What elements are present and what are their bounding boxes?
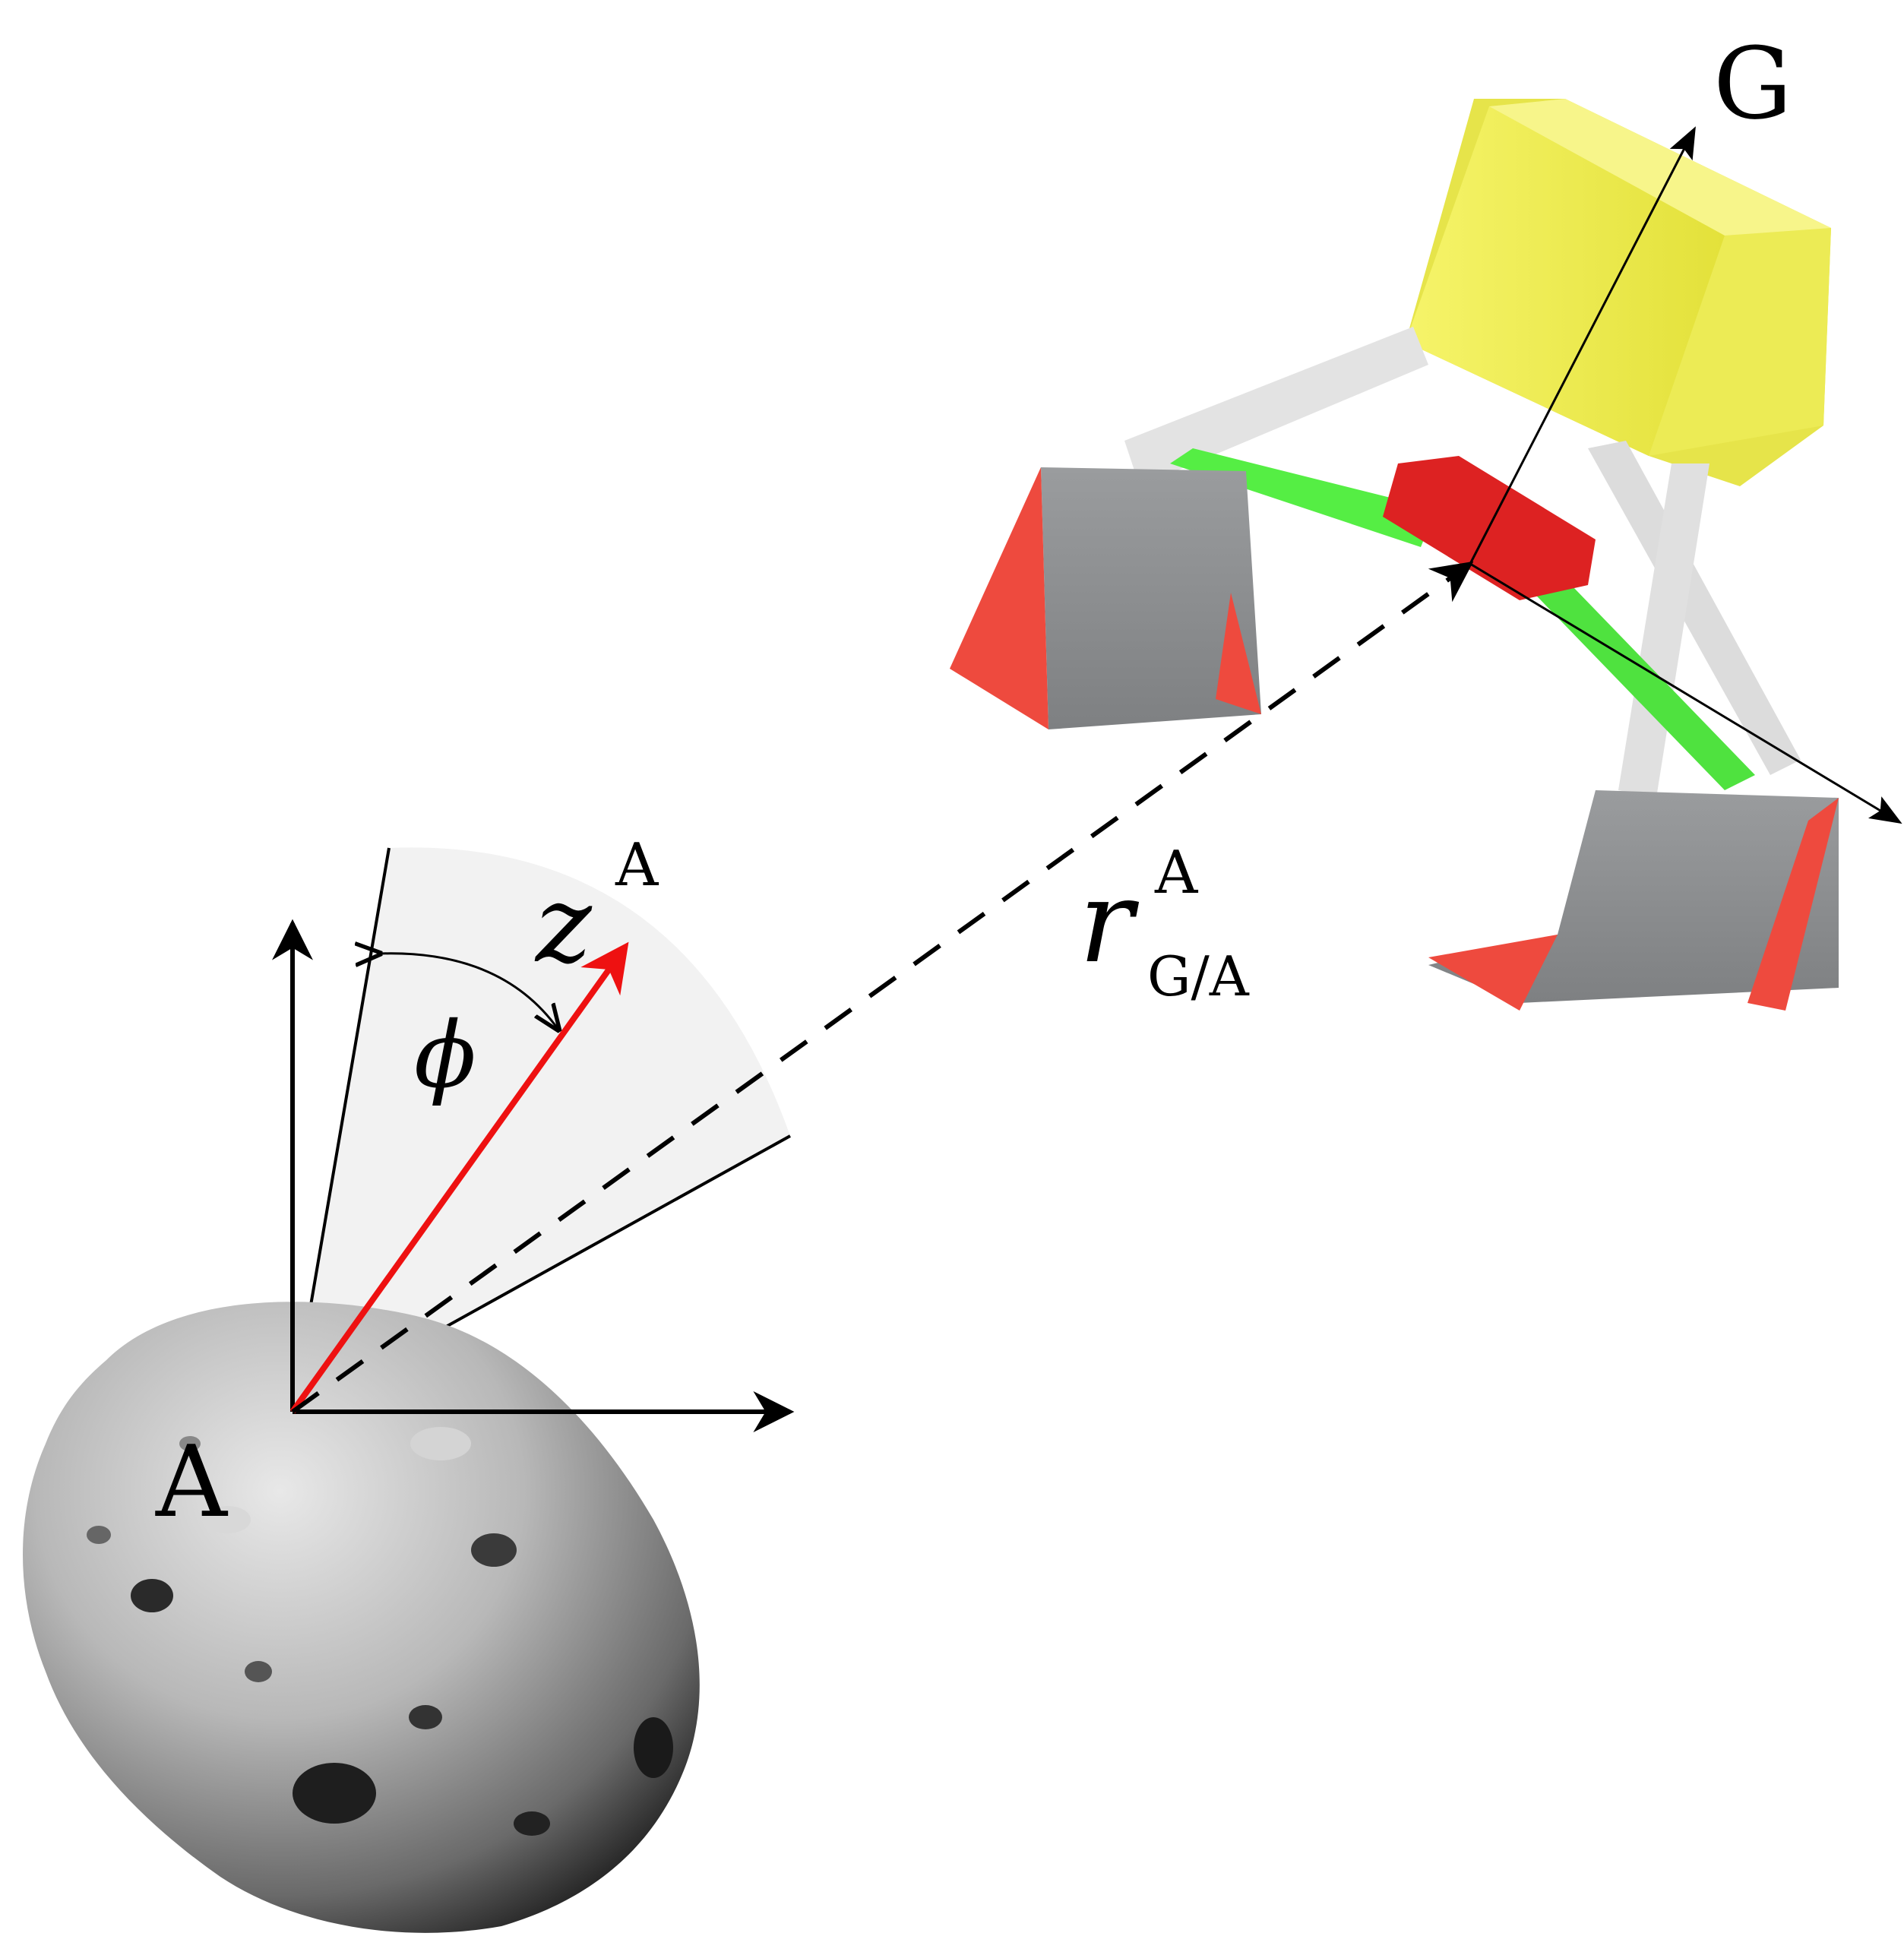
angle-arc bbox=[380, 954, 558, 1030]
label-z-superscript: A bbox=[615, 831, 659, 900]
asteroid-icon bbox=[23, 1302, 700, 1933]
label-r-subscript: G/A bbox=[1147, 944, 1250, 1008]
label-z: z bbox=[534, 863, 593, 987]
label-G: G bbox=[1713, 26, 1792, 141]
label-r: r bbox=[1079, 856, 1140, 989]
label-phi: ϕ bbox=[414, 1003, 476, 1109]
gripper-axis-up bbox=[1469, 126, 1696, 565]
gripper-axis-right bbox=[1469, 562, 1902, 824]
label-A: A bbox=[155, 1424, 229, 1539]
position-vector bbox=[291, 561, 1474, 1414]
label-r-superscript: A bbox=[1154, 839, 1199, 907]
z-vector bbox=[289, 941, 629, 1414]
